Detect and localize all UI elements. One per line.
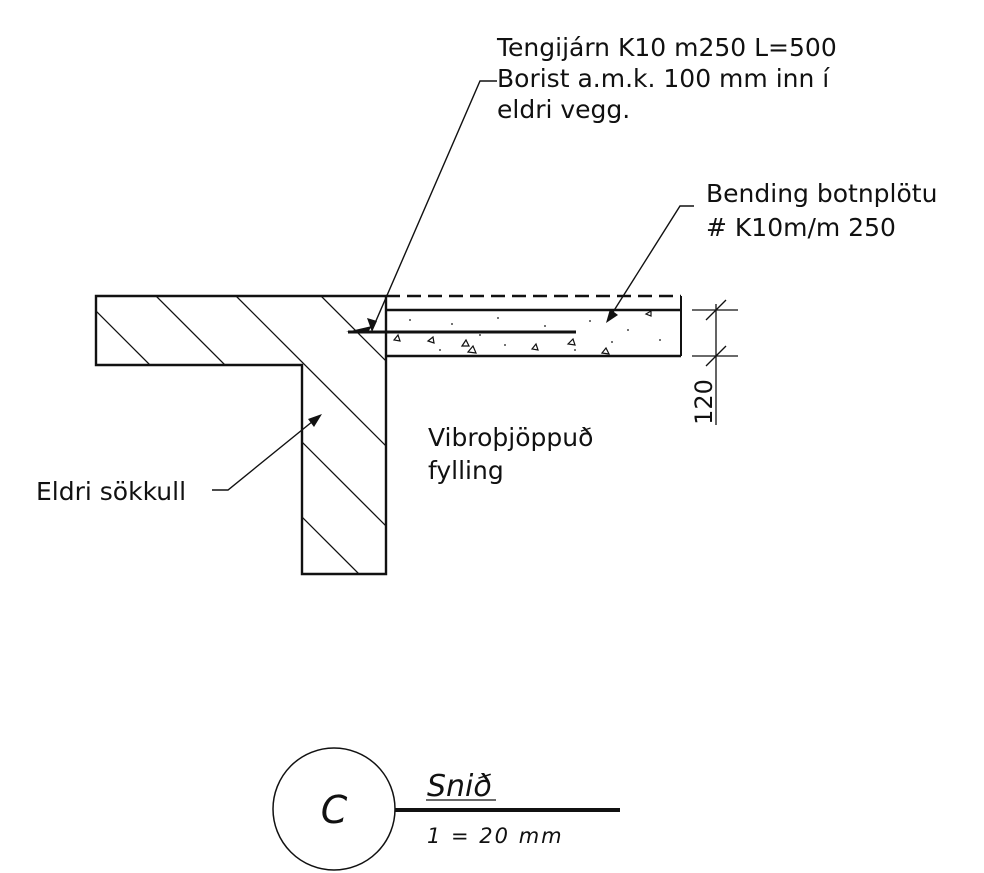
- slab-reinforcement-note-line-2: # K10m/m 250: [706, 213, 896, 242]
- connection-bar-end: [346, 326, 372, 332]
- section-letter: C: [321, 788, 348, 832]
- old-footing-leader: [212, 414, 322, 491]
- slab-thickness-label: 120: [690, 379, 718, 425]
- fill-note-line-2: fylling: [428, 456, 504, 485]
- slab-thickness-dimension: [692, 299, 738, 425]
- title-block: C Snið 1 = 20 mm: [272, 747, 620, 871]
- scale-label: 1 = 20 mm: [427, 824, 564, 848]
- concrete-dots: [409, 317, 661, 351]
- old-footing: [94, 294, 388, 576]
- footing-outline: [94, 294, 388, 576]
- connection-bar-note-line-2: Borist a.m.k. 100 mm inn í: [497, 64, 830, 93]
- slab-reinforcement-note-line-1: Bending botnplötu: [706, 179, 937, 208]
- connection-bar-note-line-1: Tengijárn K10 m250 L=500: [496, 33, 837, 62]
- floor-slab: [346, 294, 682, 358]
- concrete-aggregate: [392, 309, 652, 355]
- slab-reinforcement-leader: [606, 205, 694, 323]
- footing-hatch: [96, 296, 386, 574]
- section-title: Snið: [427, 769, 492, 804]
- connection-bar-note-line-3: eldri vegg.: [497, 95, 630, 124]
- old-footing-label: Eldri sökkull: [36, 477, 186, 506]
- connection-bar-leader: [367, 80, 497, 332]
- fill-note-line-1: Vibroþjöppuð: [428, 423, 593, 452]
